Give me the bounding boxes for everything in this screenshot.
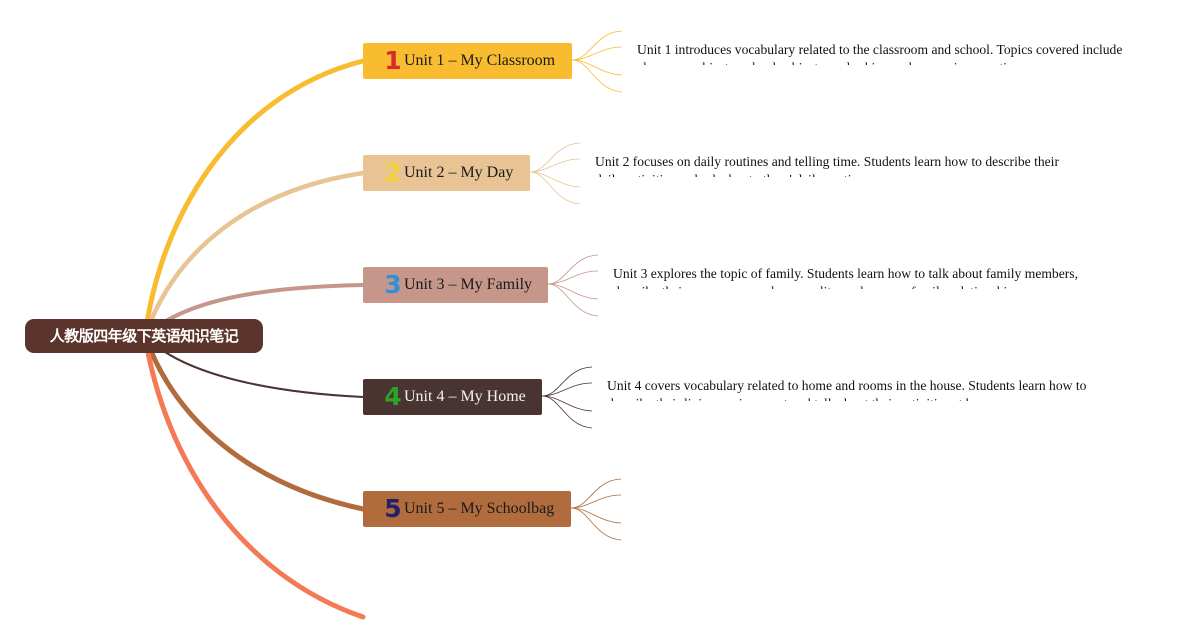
unit-4-description[interactable]: Unit 4 covers vocabulary related to home… bbox=[607, 378, 1087, 401]
unit-1-node[interactable]: 1 Unit 1 – My Classroom bbox=[363, 43, 572, 79]
root-topic[interactable]: 人教版四年级下英语知识笔记 bbox=[25, 319, 263, 353]
number-4-icon: 4 bbox=[384, 382, 402, 411]
number-2-icon: 2 bbox=[384, 158, 402, 187]
unit-3-label: Unit 3 – My Family bbox=[404, 276, 533, 293]
unit-3-node[interactable]: 3 Unit 3 – My Family bbox=[363, 267, 548, 303]
unit-3-description[interactable]: Unit 3 explores the topic of family. Stu… bbox=[613, 266, 1078, 289]
unit-2-label: Unit 2 – My Day bbox=[404, 164, 514, 181]
unit-4-node[interactable]: 4 Unit 4 – My Home bbox=[363, 379, 542, 415]
fan-unit2 bbox=[529, 142, 581, 205]
unit-5-label: Unit 5 – My Schoolbag bbox=[404, 500, 555, 517]
unit-2-node[interactable]: 2 Unit 2 – My Day bbox=[363, 155, 530, 191]
branch-unit5 bbox=[142, 333, 366, 512]
fan-unit1 bbox=[571, 30, 623, 93]
fan-unit5 bbox=[570, 478, 622, 541]
branch-extra bbox=[142, 333, 366, 620]
fan-unit4 bbox=[541, 366, 593, 429]
unit-4-label: Unit 4 – My Home bbox=[404, 388, 526, 405]
number-3-icon: 3 bbox=[384, 270, 402, 299]
number-5-icon: 5 bbox=[384, 494, 402, 523]
branch-unit1 bbox=[142, 58, 366, 339]
fan-unit3 bbox=[547, 254, 599, 317]
unit-1-description[interactable]: Unit 1 introduces vocabulary related to … bbox=[637, 42, 1123, 65]
unit-5-node[interactable]: 5 Unit 5 – My Schoolbag bbox=[363, 491, 571, 527]
number-1-icon: 1 bbox=[384, 46, 402, 75]
unit-1-label: Unit 1 – My Classroom bbox=[404, 52, 556, 69]
branch-unit2 bbox=[142, 170, 366, 339]
unit-2-description[interactable]: Unit 2 focuses on daily routines and tel… bbox=[595, 154, 1059, 177]
